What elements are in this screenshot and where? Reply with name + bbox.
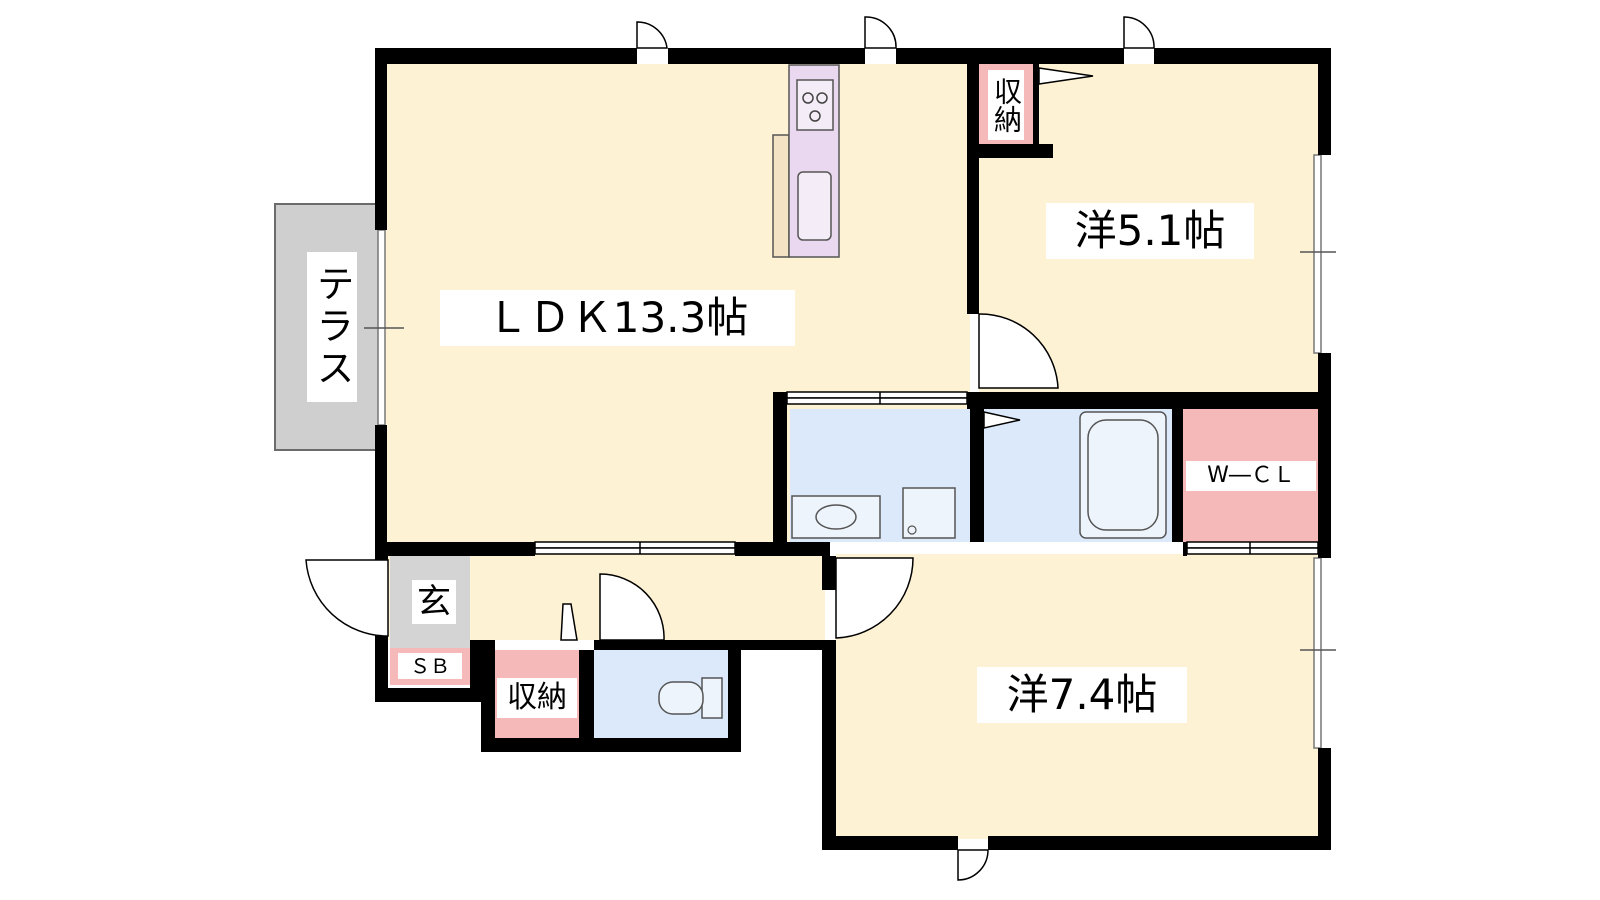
sliding-doors [534,391,1319,555]
room-label-ldk: ＬＤＫ13.3帖 [440,290,795,346]
kitchen-counter [772,64,840,258]
room-label-shoe-box: ＳＢ [398,653,462,679]
room-label-terrace: テラス [307,252,357,402]
stove-icon [796,79,834,131]
washing-machine-icon [902,487,956,539]
toilet-icon [658,677,723,719]
bathtub-icon [1079,411,1167,539]
washbasin-icon [791,495,881,539]
room-label-walk-in-closet: W―ＣＬ [1186,461,1316,491]
fixtures [658,411,1167,719]
walls [375,48,1331,850]
room-label-storage-bottom: 収納 [497,678,577,718]
kitchen-sink-icon [797,171,832,241]
swing-doors [305,16,1155,881]
room-label-storage-top: 収納 [988,70,1024,140]
room-label-western-5-1: 洋5.1帖 [1046,203,1254,259]
room-label-entrance: 玄 [412,580,456,624]
room-label-western-7-4: 洋7.4帖 [977,667,1187,723]
